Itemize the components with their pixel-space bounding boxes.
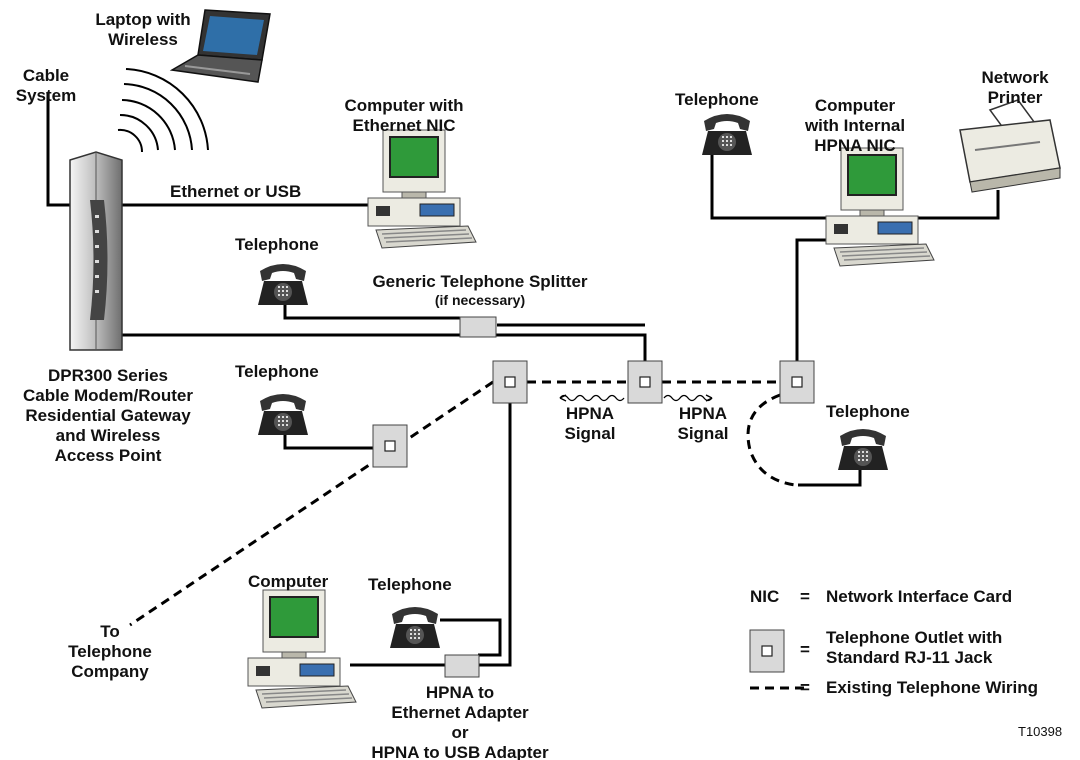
computer-ethernet-label: Computer with Ethernet NIC (344, 96, 464, 135)
wall-outlet-icon (372, 424, 408, 468)
figure-id: T10398 (1018, 724, 1063, 739)
telephone-right-icon (838, 429, 888, 470)
telephone-top-right-icon (702, 114, 752, 155)
laptop-label: Laptop with Wireless (95, 10, 191, 49)
computer-hpna-icon (825, 147, 935, 267)
hpna-adapter-icon (444, 654, 480, 678)
splitter-note: (if necessary) (434, 292, 526, 308)
adapter-label: HPNA to Ethernet Adapter or HPNA to USB … (371, 683, 549, 760)
network-printer-label: Network Printer (981, 68, 1049, 107)
legend-nic-text: Network Interface Card (826, 587, 1013, 606)
splitter-label: Generic Telephone Splitter (372, 272, 588, 291)
splitter-icon (459, 316, 497, 338)
wall-outlet-icon (627, 360, 663, 404)
wall-outlet-icon (779, 360, 815, 404)
legend-outlet-icon (749, 629, 785, 673)
computer-bottom-icon (247, 589, 357, 709)
legend-eq: = (800, 678, 810, 697)
telephone-bottom-icon (390, 607, 440, 648)
telephone-bottom-label: Telephone (368, 575, 452, 594)
gateway-device (69, 151, 123, 351)
computer-hpna-label: Computer with Internal HPNA NIC (804, 96, 906, 155)
telephone-right-label: Telephone (826, 402, 910, 421)
legend-eq: = (800, 640, 810, 659)
legend-eq: = (800, 587, 810, 606)
cable-system-label: Cable System (15, 66, 77, 105)
wiring-dashed (129, 380, 807, 690)
wall-outlet-icon (492, 360, 528, 404)
telephone-mid-left-icon (258, 394, 308, 435)
ethernet-usb-label: Ethernet or USB (170, 182, 302, 201)
laptop-icon (169, 9, 271, 83)
computer-bottom-label: Computer (248, 572, 329, 591)
legend-wiring-text: Existing Telephone Wiring (826, 678, 1039, 697)
hpna-signal-waves (559, 394, 713, 402)
hpna-signal-left-label: HPNA Signal (564, 404, 616, 443)
telephone-top-left-label: Telephone (235, 235, 319, 254)
telephone-top-left-icon (258, 264, 308, 305)
legend-outlet-text: Telephone Outlet with Standard RJ-11 Jac… (826, 628, 1003, 667)
gateway-label: DPR300 Series Cable Modem/Router Residen… (22, 366, 194, 465)
to-telco-label: To Telephone Company (68, 622, 152, 681)
computer-ethernet-icon (367, 129, 477, 249)
hpna-signal-right-label: HPNA Signal (677, 404, 729, 443)
wireless-signal-arcs (117, 68, 209, 153)
telephone-top-right-label: Telephone (675, 90, 759, 109)
legend-nic-abbr: NIC (750, 587, 780, 606)
telephone-mid-left-label: Telephone (235, 362, 319, 381)
network-printer-icon (959, 99, 1061, 193)
